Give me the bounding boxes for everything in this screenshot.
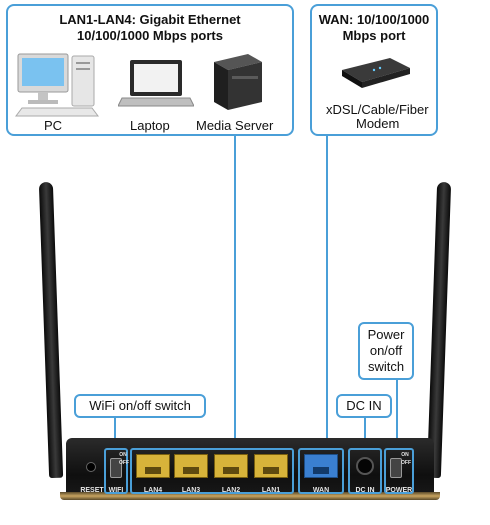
media-server-caption: Media Server [196,118,274,133]
dcin-connector-line [364,418,366,454]
router-trim [60,492,440,500]
pc-icon [15,53,99,117]
power-off-label: OFF [401,460,411,466]
wan-label: WAN [312,487,330,494]
lan-ports-group [130,448,294,494]
modem-caption-line1: xDSL/Cable/Fiber [326,102,429,117]
modem-icon [342,58,410,88]
power-label-line2: on/off [369,343,403,358]
wan-callout-title-line2: Mbps port [342,28,406,43]
lan1-port[interactable] [254,454,288,478]
laptop-caption: Laptop [130,118,170,133]
wan-port[interactable] [304,454,338,478]
laptop-icon [118,60,194,107]
dc-in-label: DC IN [336,394,392,418]
right-antenna [426,181,452,479]
power-label-line1: Power [367,327,405,342]
wan-connector-line [326,134,328,454]
wan-port-frame [298,448,344,494]
lan-callout-title-line1: LAN1-LAN4: Gigabit Ethernet [59,12,241,27]
power-connector-line [396,380,398,450]
lan2-port[interactable] [214,454,248,478]
wifi-connector-line [114,418,116,452]
wifi-off-label: OFF [119,460,129,466]
wifi-label: WIFI [108,487,124,494]
wifi-switch-frame [104,448,128,494]
lan-connector-line [234,134,236,448]
lan-callout-title-line2: 10/100/1000 Mbps ports [77,28,223,43]
power-switch-label: Power on/off switch [358,322,414,380]
lan4-port[interactable] [136,454,170,478]
wan-callout: WAN: 10/100/1000 Mbps port xDSL/Cable/Fi… [310,4,438,136]
dc-in-frame [348,448,382,494]
wifi-on-label: ON [119,452,127,458]
power-switch[interactable] [390,458,402,478]
power-on-label: ON [401,452,409,458]
lan2-label: LAN2 [221,487,241,494]
power-label-line3: switch [367,359,405,374]
reset-label: RESET [80,487,104,494]
pc-caption: PC [44,118,63,133]
lan1-label: LAN1 [261,487,281,494]
lan-callout: LAN1-LAN4: Gigabit Ethernet 10/100/1000 … [6,4,294,136]
wifi-switch-label: WiFi on/off switch [74,394,206,418]
wan-callout-title-line1: WAN: 10/100/1000 [318,12,430,27]
dc-in-port-label: DC IN [355,487,375,494]
power-port-label: POWER [385,487,413,494]
lan3-label: LAN3 [181,487,201,494]
lan3-port[interactable] [174,454,208,478]
media-server-icon [214,54,262,110]
reset-button[interactable] [86,462,96,472]
dc-in-jack[interactable] [356,457,374,475]
lan4-label: LAN4 [143,487,163,494]
wifi-switch[interactable] [110,458,122,478]
left-antenna [38,181,64,479]
modem-caption-line2: Modem [356,116,400,131]
power-switch-frame [384,448,414,494]
